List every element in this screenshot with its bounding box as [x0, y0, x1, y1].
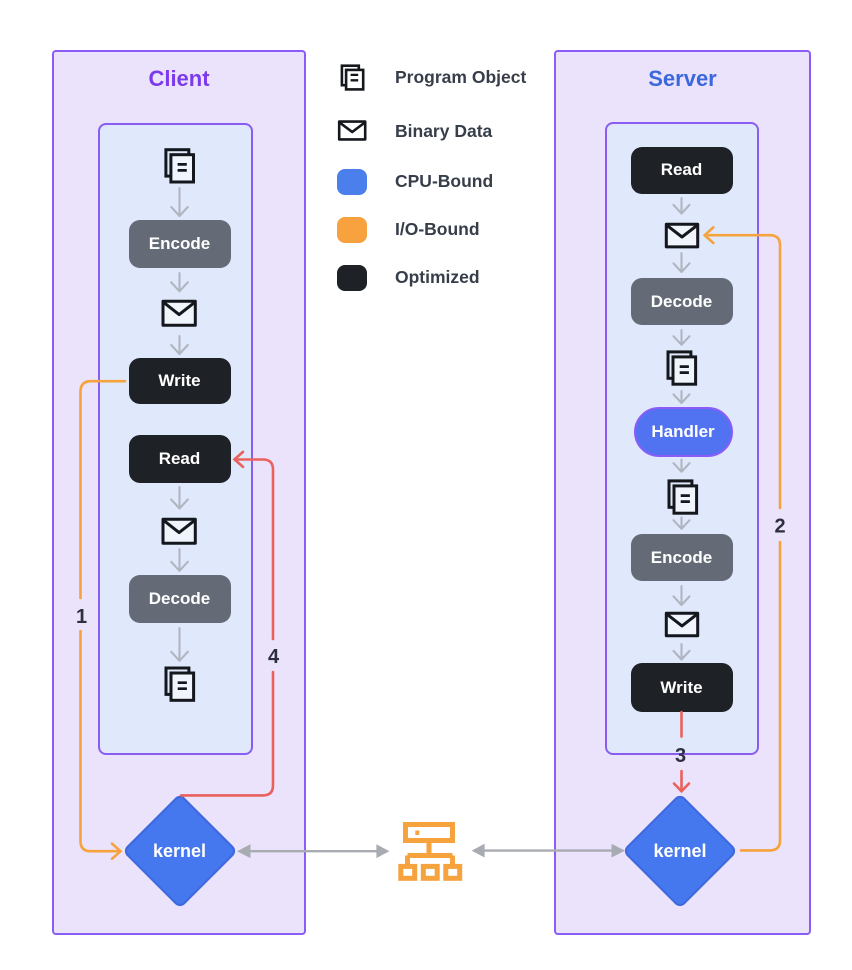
svg-text:3: 3 — [675, 745, 686, 767]
svg-text:2: 2 — [774, 516, 785, 538]
svg-text:4: 4 — [268, 646, 280, 668]
svg-text:1: 1 — [76, 606, 87, 628]
